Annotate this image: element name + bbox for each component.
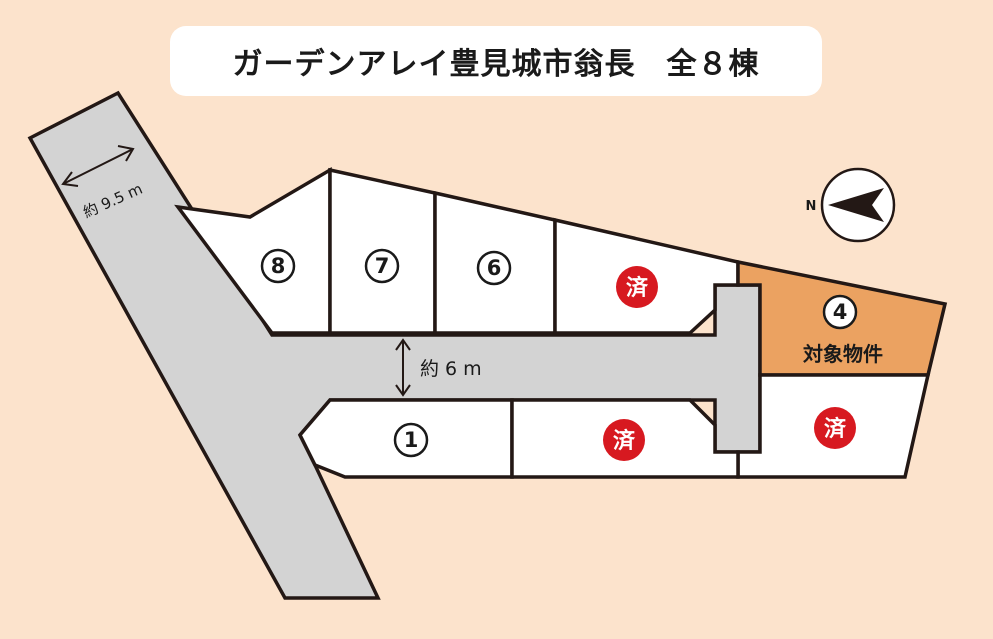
main-road-width-arrow-icon [61, 145, 135, 187]
main-road [27, 90, 762, 600]
svg-text:N: N [806, 199, 817, 214]
svg-text:済: 済 [613, 428, 636, 454]
compass-icon: N [806, 167, 896, 243]
lot-6-number: 6 [476, 250, 512, 286]
lot-4-target-label: 対象物件 [802, 342, 883, 366]
lot-8-number: 8 [260, 248, 296, 284]
svg-text:済: 済 [626, 275, 649, 301]
svg-text:1: 1 [404, 428, 419, 452]
svg-text:7: 7 [375, 254, 390, 278]
lot-7-number: 7 [364, 248, 400, 284]
title-banner: ガーデンアレイ豊見城市翁長 全８棟 [170, 26, 822, 96]
branch-road-width-arrow-icon [395, 338, 411, 397]
lot-1-number: 1 [393, 422, 429, 458]
lot-5-sold-badge: 済 [616, 266, 658, 308]
svg-text:済: 済 [824, 416, 847, 442]
svg-text:8: 8 [271, 254, 286, 278]
lot-4-number: 4 [822, 294, 858, 330]
lot-2-sold-badge: 済 [603, 419, 645, 461]
svg-text:4: 4 [833, 300, 848, 324]
branch-road-width-label: 約 6 m [420, 358, 482, 380]
page-title: ガーデンアレイ豊見城市翁長 全８棟 [232, 47, 760, 82]
lot-3-sold-badge: 済 [814, 407, 856, 449]
svg-text:6: 6 [487, 256, 502, 280]
